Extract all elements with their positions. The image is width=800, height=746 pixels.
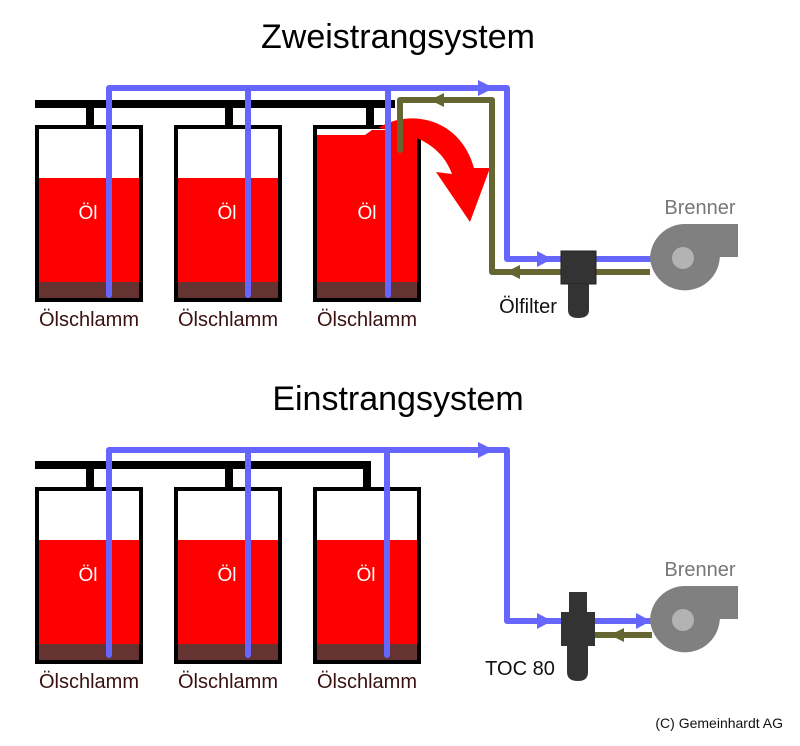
copyright: (C) Gemeinhardt AG xyxy=(655,715,783,731)
bottom-supply-line xyxy=(106,442,655,658)
bottom-tank-2: Öl Ölschlamm xyxy=(174,487,282,693)
top-tank-3: Öl Ölschlamm xyxy=(313,125,421,331)
bottom-section: Einstrangsystem Öl Ölschlamm Öl Ölschlam… xyxy=(35,380,738,693)
sludge-layer xyxy=(178,282,278,298)
sludge-layer xyxy=(178,644,278,660)
oil-label: Öl xyxy=(79,565,98,586)
bottom-burner: Brenner xyxy=(650,559,738,653)
top-section: Zweistrangsystem Öl Ölschlamm Öl Ölschla… xyxy=(35,18,738,331)
oil-fill xyxy=(39,178,139,282)
filter-label: Ölfilter xyxy=(499,296,557,318)
bottom-title: Einstrangsystem xyxy=(272,380,523,418)
sludge-label: Ölschlamm xyxy=(39,309,139,331)
oil-label: Öl xyxy=(79,203,98,224)
sludge-layer xyxy=(317,644,417,660)
sludge-label: Ölschlamm xyxy=(317,671,417,693)
oil-label: Öl xyxy=(358,203,377,224)
sludge-layer xyxy=(39,282,139,298)
sludge-layer xyxy=(39,644,139,660)
oil-label: Öl xyxy=(357,565,376,586)
oil-fill xyxy=(39,540,139,644)
oil-fill xyxy=(317,540,417,644)
top-return-line xyxy=(397,93,650,279)
top-oil-filter: Ölfilter xyxy=(499,250,597,318)
burner-hub xyxy=(672,609,694,631)
bottom-toc80-filter: TOC 80 xyxy=(485,592,595,681)
burner-label: Brenner xyxy=(664,197,735,219)
bottom-tank-3: Öl Ölschlamm xyxy=(313,487,421,693)
burner-label: Brenner xyxy=(664,559,735,581)
sludge-label: Ölschlamm xyxy=(317,309,417,331)
top-supply-line xyxy=(106,80,653,298)
top-burner: Brenner xyxy=(650,197,738,291)
filter-label: TOC 80 xyxy=(485,658,555,680)
top-title: Zweistrangsystem xyxy=(261,18,535,56)
oil-label: Öl xyxy=(218,203,237,224)
sludge-label: Ölschlamm xyxy=(178,309,278,331)
oil-fill xyxy=(178,540,278,644)
oil-label: Öl xyxy=(218,565,237,586)
top-tank-2: Öl Ölschlamm xyxy=(174,125,282,331)
top-tank-1: Öl Ölschlamm xyxy=(35,125,143,331)
burner-hub xyxy=(672,247,694,269)
top-manifold-pipe xyxy=(35,100,395,125)
sludge-layer xyxy=(317,282,417,298)
bottom-return-line xyxy=(594,628,652,642)
bottom-tank-1: Öl Ölschlamm xyxy=(35,487,143,693)
overflow-arrow-icon xyxy=(378,118,490,222)
sludge-label: Ölschlamm xyxy=(178,671,278,693)
sludge-label: Ölschlamm xyxy=(39,671,139,693)
bottom-manifold-pipe xyxy=(35,461,371,487)
oil-fill xyxy=(178,178,278,282)
oil-fill xyxy=(317,130,417,282)
